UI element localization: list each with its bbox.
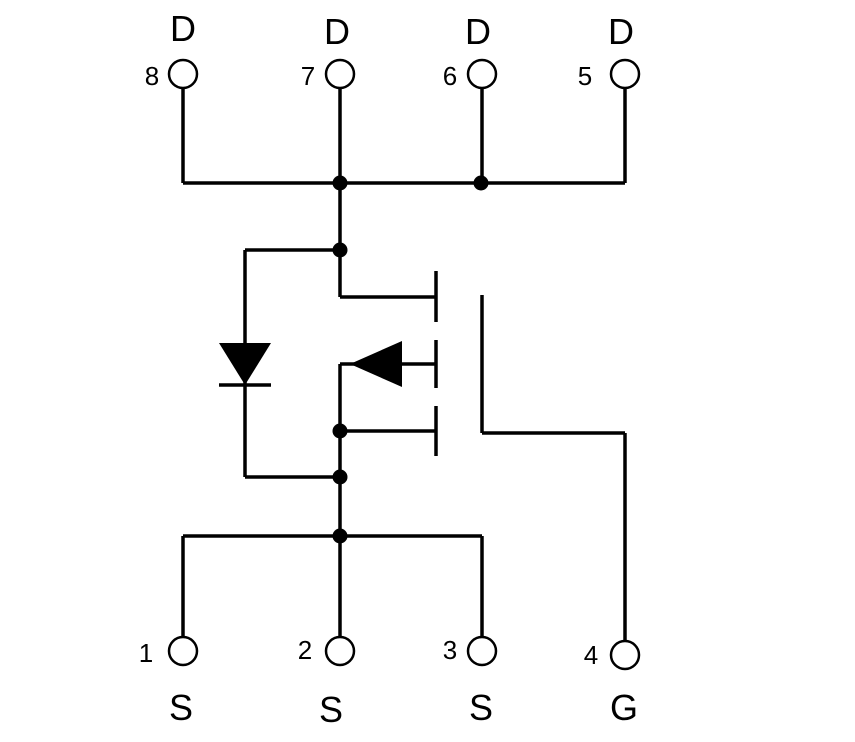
pin3-name: S [469, 687, 493, 728]
pin4-number: 4 [584, 640, 598, 670]
pin1-terminal [167, 635, 199, 667]
junction-drain-bus-1 [332, 175, 348, 191]
pin5-number: 5 [578, 61, 592, 91]
pin2-number: 2 [298, 635, 312, 665]
junction-drain-bus-2 [473, 175, 489, 191]
body-diode [219, 248, 340, 479]
junction-source-channel [332, 423, 348, 439]
pin6-number: 6 [443, 61, 457, 91]
junction-diode-source [332, 469, 348, 485]
bottom-pin-labels: 1 S 2 S 3 S 4 G [139, 635, 638, 730]
mosfet-body [332, 271, 627, 641]
source-network [181, 528, 484, 636]
pin7-terminal [324, 58, 356, 90]
pin6-name: D [465, 11, 491, 52]
pin5-terminal [609, 58, 641, 90]
pin-terminals [167, 58, 641, 671]
diode-triangle [219, 343, 271, 385]
pin4-terminal [609, 639, 641, 671]
pin8-name: D [170, 8, 196, 49]
pin7-name: D [324, 11, 350, 52]
pin3-terminal [466, 635, 498, 667]
junction-source-bus [332, 528, 348, 544]
pin1-number: 1 [139, 638, 153, 668]
pin1-name: S [169, 687, 193, 728]
pin5-name: D [608, 11, 634, 52]
pin2-terminal [324, 635, 356, 667]
pin6-terminal [466, 58, 498, 90]
body-arrow [350, 341, 402, 387]
drain-network [181, 88, 627, 299]
pin7-number: 7 [301, 61, 315, 91]
pin2-name: S [319, 689, 343, 730]
pin4-name: G [610, 687, 638, 728]
pin3-number: 3 [443, 635, 457, 665]
pin8-terminal [167, 58, 199, 90]
top-pin-labels: D 8 D 7 D 6 D 5 [145, 8, 634, 91]
pin8-number: 8 [145, 61, 159, 91]
